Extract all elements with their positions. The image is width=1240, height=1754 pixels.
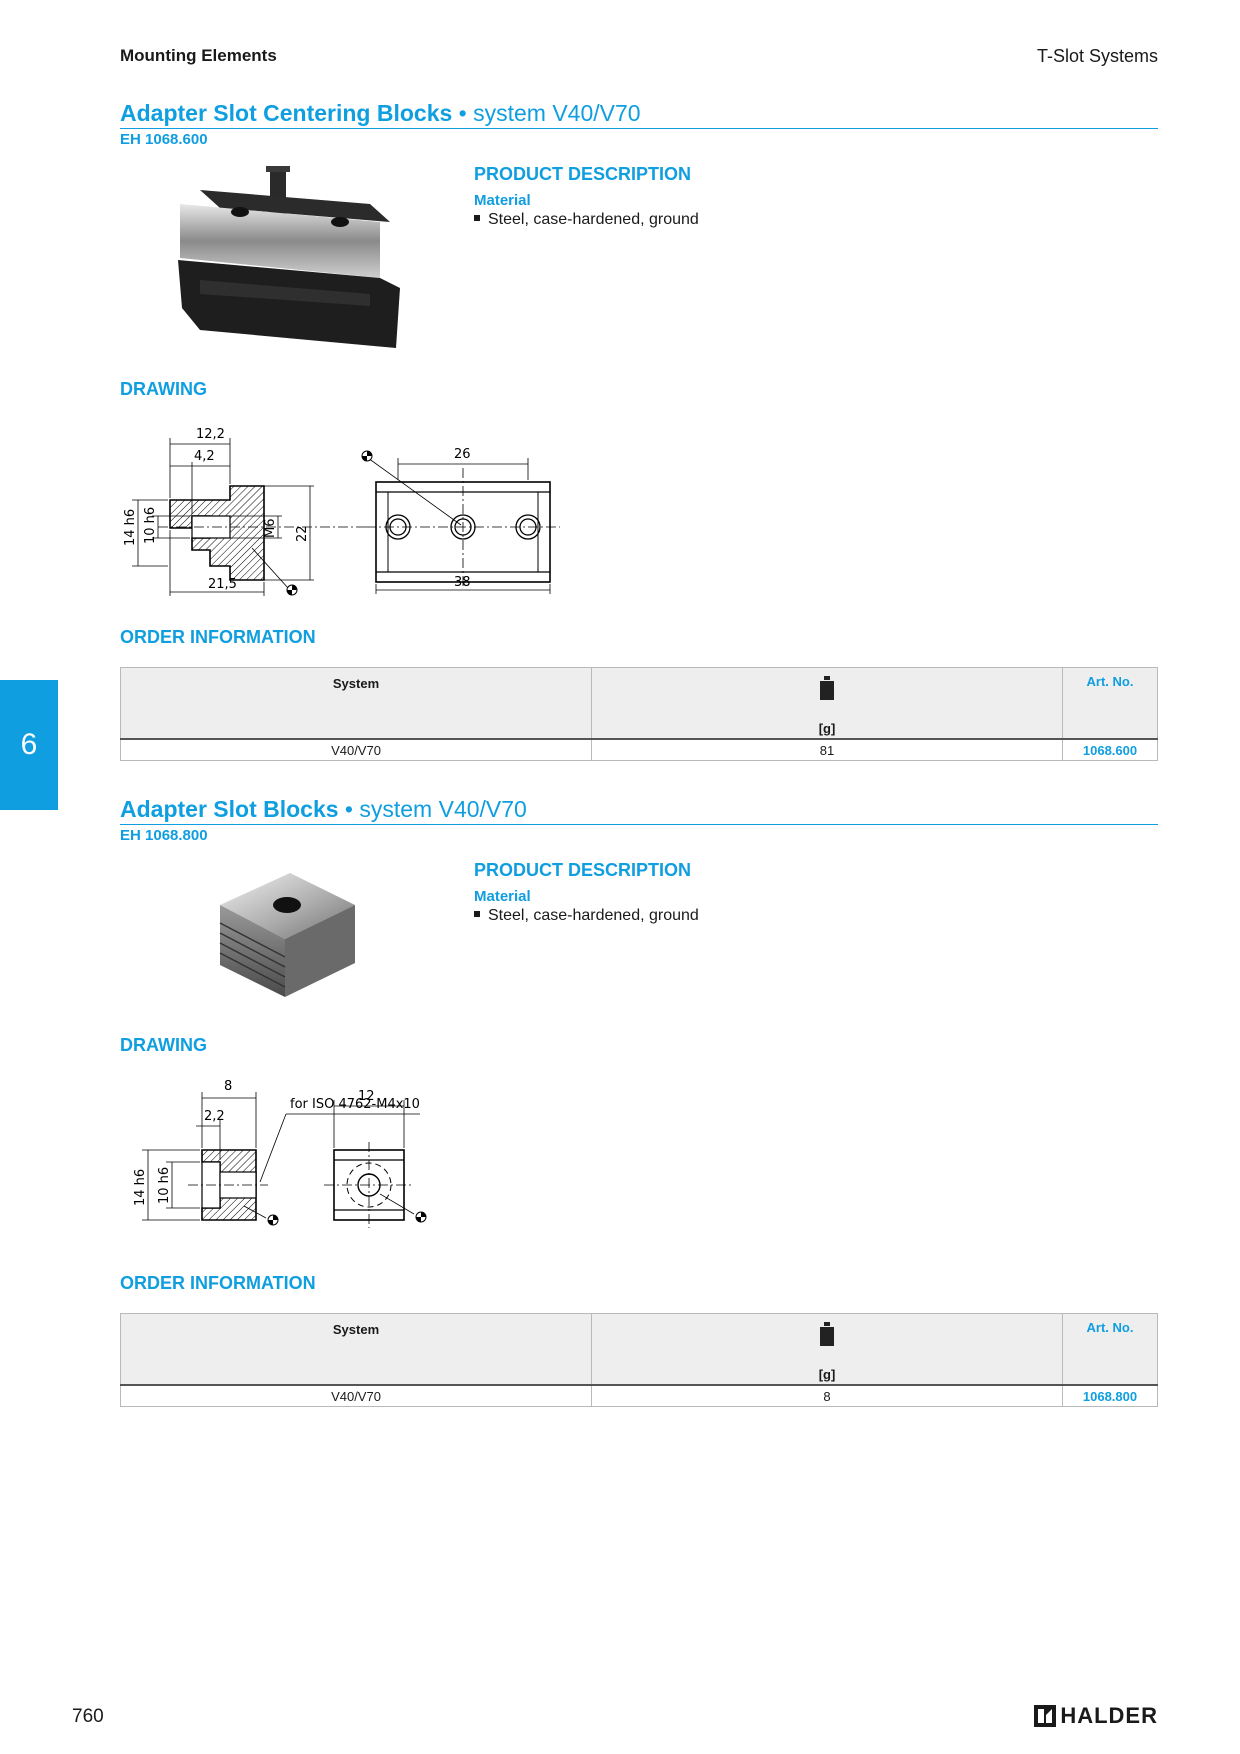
order-heading: ORDER INFORMATION <box>120 627 316 647</box>
surface-finish-icon <box>267 1214 279 1226</box>
product-title-bold: Adapter Slot Centering Blocks <box>120 100 453 126</box>
col-weight-unit: [g] <box>818 1367 836 1382</box>
drawing-heading: DRAWING <box>120 1035 207 1055</box>
dim-26: 26 <box>454 447 471 462</box>
table-row: V40/V70 8 1068.800 <box>120 1384 1158 1407</box>
halder-logo-icon <box>1034 1705 1057 1727</box>
surface-finish-icon <box>415 1211 427 1223</box>
dim-12: 12 <box>358 1089 375 1104</box>
col-art-no: Art. No. <box>1062 1313 1158 1386</box>
dim-38: 38 <box>454 575 471 590</box>
table-header-row: System [g] Art. No. <box>120 1313 1158 1386</box>
material-text: Steel, case-hardened, ground <box>488 211 699 228</box>
technical-drawing: 8 2,2 14 h6 10 h6 for ISO 4762-M4x10 12 <box>133 1079 427 1228</box>
header-section: T-Slot Systems <box>1036 46 1158 66</box>
weight-icon <box>820 676 834 700</box>
table-row: V40/V70 81 1068.600 <box>120 738 1158 761</box>
dim-8: 8 <box>224 1079 232 1094</box>
order-table: System [g] Art. No. V40/V70 8 1068.800 <box>120 1313 1158 1407</box>
dim-screw-note: for ISO 4762-M4x10 <box>290 1097 420 1112</box>
cell-system: V40/V70 <box>120 738 592 761</box>
dim-14h6: 14 h6 <box>123 509 138 546</box>
cell-weight: 81 <box>591 738 1063 761</box>
title-rule <box>120 128 1158 129</box>
col-system: System <box>120 1313 592 1386</box>
order-heading: ORDER INFORMATION <box>120 1273 316 1293</box>
dim-12-2: 12,2 <box>196 427 225 442</box>
dim-2-2: 2,2 <box>204 1109 225 1124</box>
product-title-bold: Adapter Slot Blocks <box>120 796 339 822</box>
material-item: Steel, case-hardened, ground <box>474 211 699 229</box>
dim-22: 22 <box>295 525 310 542</box>
dim-10h6: 10 h6 <box>143 507 158 544</box>
dim-m6: M6 <box>263 519 278 539</box>
col-system: System <box>120 667 592 740</box>
chapter-tab-label: 6 <box>20 728 38 761</box>
surface-finish-icon <box>286 584 298 596</box>
product-title: Adapter Slot Centering Blocks • system V… <box>120 100 641 127</box>
cell-system: V40/V70 <box>120 1384 592 1407</box>
material-item: Steel, case-hardened, ground <box>474 907 699 925</box>
product-title-rest: • system V40/V70 <box>452 100 641 126</box>
title-rule <box>120 824 1158 825</box>
material-heading: Material <box>474 192 531 209</box>
chapter-tab: 6 <box>0 680 58 810</box>
product-photo <box>178 166 400 348</box>
col-weight: [g] <box>591 1313 1063 1386</box>
product-photo <box>219 873 355 997</box>
cell-art-no[interactable]: 1068.800 <box>1062 1384 1158 1407</box>
product-code: EH 1068.800 <box>120 827 208 844</box>
cell-art-no[interactable]: 1068.600 <box>1062 738 1158 761</box>
col-weight: [g] <box>591 667 1063 740</box>
product-title: Adapter Slot Blocks • system V40/V70 <box>120 796 527 823</box>
dim-10h6: 10 h6 <box>157 1167 172 1204</box>
description-heading: PRODUCT DESCRIPTION <box>474 860 692 880</box>
material-text: Steel, case-hardened, ground <box>488 907 699 924</box>
product-code: EH 1068.600 <box>120 131 208 148</box>
col-art-no: Art. No. <box>1062 667 1158 740</box>
brand-name: HALDER <box>1060 1703 1158 1728</box>
dim-4-2: 4,2 <box>194 449 215 464</box>
weight-icon <box>820 1322 834 1346</box>
table-header-row: System [g] Art. No. <box>120 667 1158 740</box>
page-number: 760 <box>72 1706 104 1727</box>
header-category: Mounting Elements <box>120 46 277 65</box>
dim-21-5: 21,5 <box>208 577 237 592</box>
order-table: System [g] Art. No. V40/V70 81 1068.600 <box>120 667 1158 761</box>
col-weight-unit: [g] <box>818 721 836 736</box>
cell-weight: 8 <box>591 1384 1063 1407</box>
material-heading: Material <box>474 888 531 905</box>
description-heading: PRODUCT DESCRIPTION <box>474 164 692 184</box>
surface-finish-icon <box>361 450 373 462</box>
product-title-rest: • system V40/V70 <box>338 796 527 822</box>
brand-logo: HALDER <box>1034 1703 1158 1729</box>
drawing-heading: DRAWING <box>120 379 207 399</box>
technical-drawing: 12,2 4,2 14 h6 10 h6 M6 22 21,5 26 38 <box>123 427 560 596</box>
dim-14h6: 14 h6 <box>133 1169 148 1206</box>
